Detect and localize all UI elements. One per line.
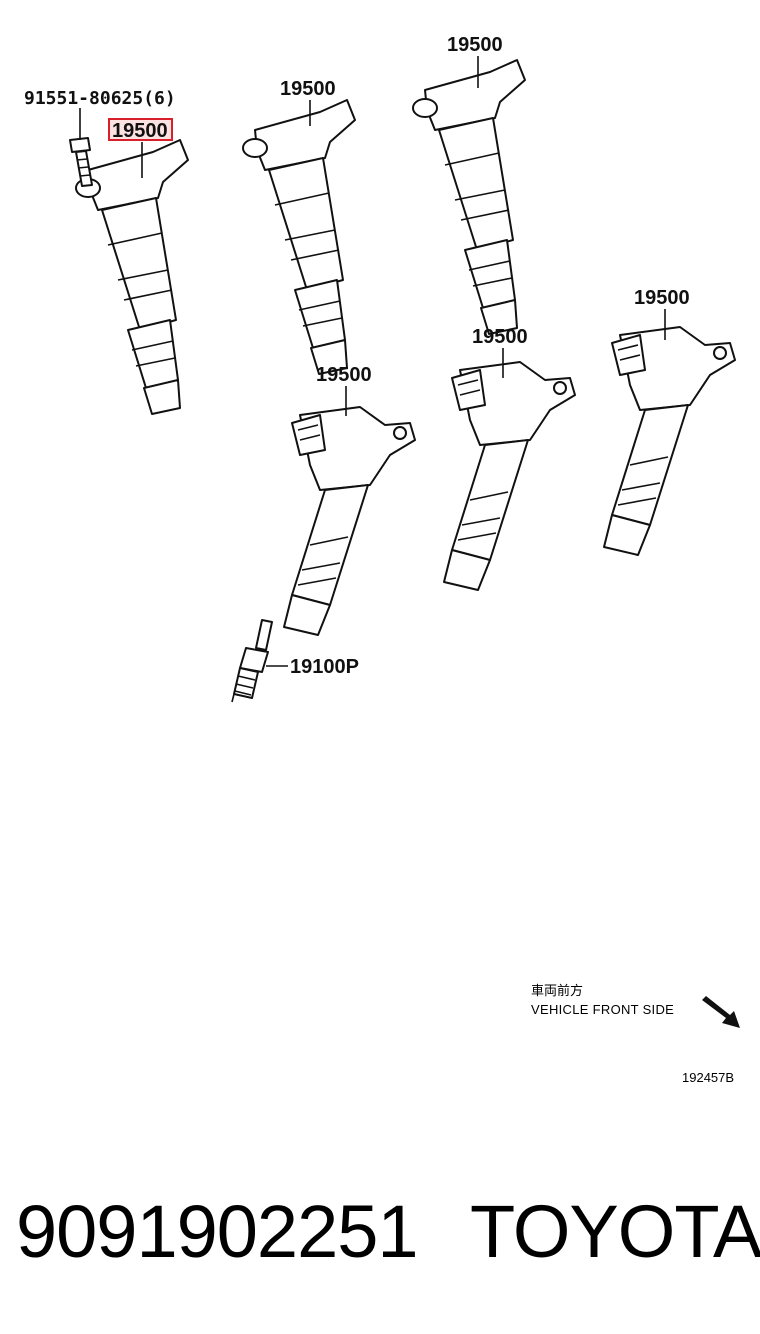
front-direction-arrow-icon [702,996,740,1028]
label-coil-4: 19500 [634,287,690,309]
highlight-box [108,118,173,141]
spark-plug-drawing [231,619,273,703]
brand-name: TOYOTA [470,1190,760,1273]
label-coil-highlighted[interactable]: 19500 [112,120,168,142]
label-coil-5: 19500 [472,326,528,348]
part-number: 9091902251 [16,1190,419,1273]
label-coil-6: 19500 [316,364,372,386]
direction-note-en: VEHICLE FRONT SIDE [531,1002,675,1017]
label-spark-plug: 19100P [290,656,359,678]
diagram-code: 192457B [682,1070,735,1085]
label-bolt: 91551-80625(6) [24,88,176,109]
label-coil-3: 19500 [447,34,503,56]
direction-note-jp: 車両前方 [531,984,584,999]
bolt-drawing [69,137,93,187]
label-coil-2: 19500 [280,78,336,100]
parts-diagram: 91551-80625(6) 19500 19500 19500 19500 1… [24,34,736,703]
